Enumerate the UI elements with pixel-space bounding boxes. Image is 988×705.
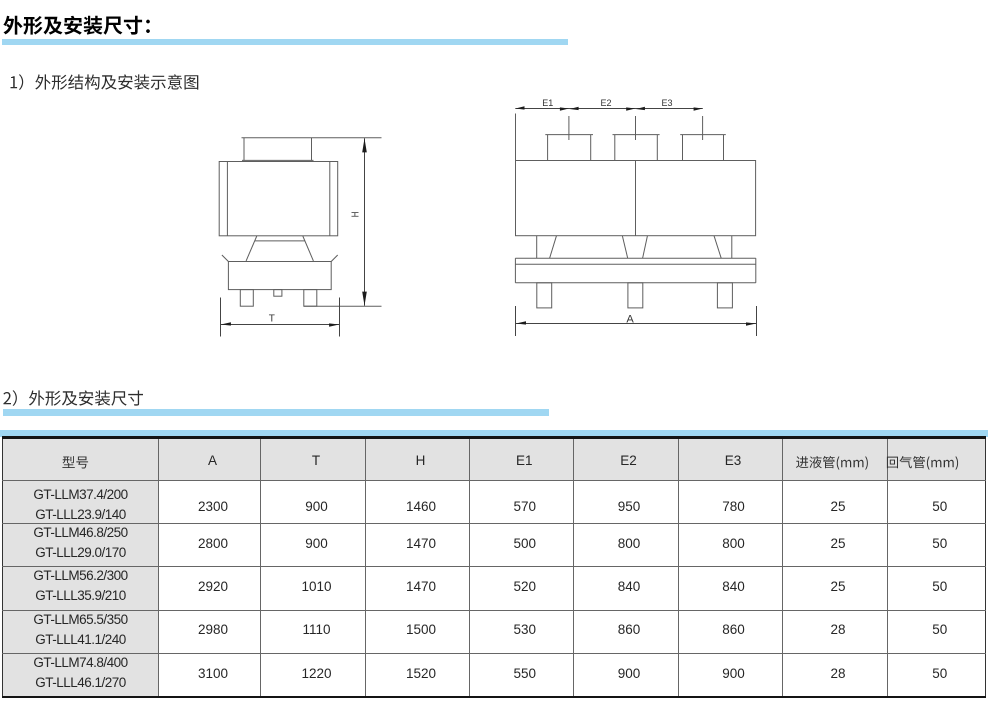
svg-text:H: H	[349, 212, 360, 218]
svg-text:T: T	[269, 313, 275, 324]
svg-text:E1: E1	[542, 98, 553, 108]
svg-text:A: A	[626, 313, 634, 325]
svg-text:E2: E2	[600, 98, 611, 108]
svg-text:E3: E3	[661, 98, 672, 108]
